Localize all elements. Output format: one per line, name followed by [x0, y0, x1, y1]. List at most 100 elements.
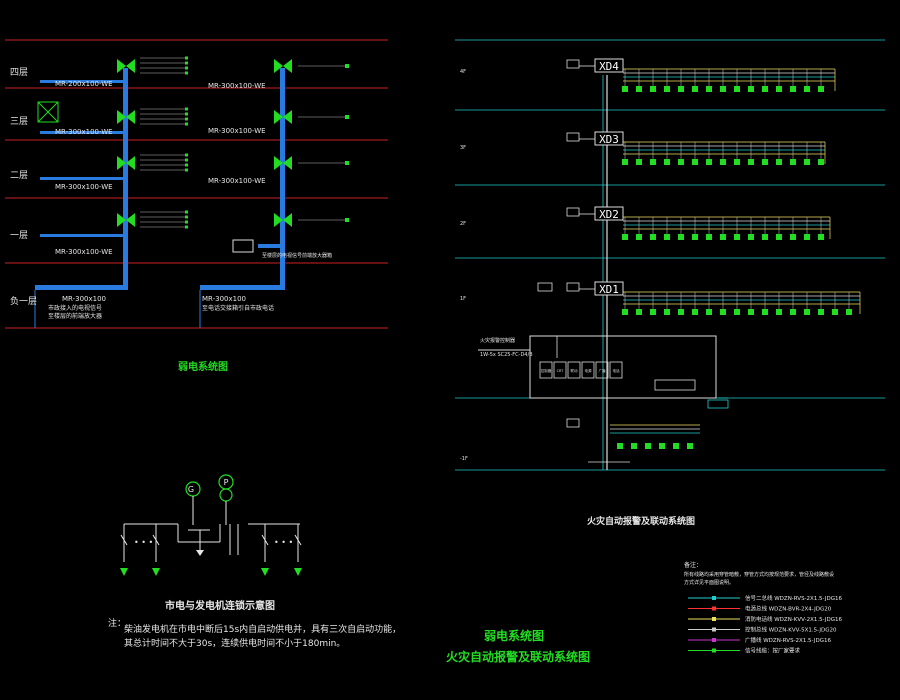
controller-cell [539, 361, 553, 379]
device-node [631, 443, 637, 449]
legend-swatch-mark [712, 617, 716, 621]
ground-arrow [261, 568, 269, 576]
legend-label: 信号二总线 WDZN-RVS-2X1.5-JDG16 [745, 594, 842, 602]
ground-arrow [152, 568, 160, 576]
fan-icon [126, 59, 135, 73]
basement-right-label-1: MR-300x100 [202, 295, 246, 303]
outlet-terminal [185, 163, 188, 167]
basement-right-label-2: 至电话交接箱引自市政电话 [202, 304, 274, 312]
device-node [636, 86, 642, 92]
fan-icon [126, 156, 135, 170]
pump-circle-2 [219, 488, 233, 502]
fan-icon [283, 110, 292, 124]
side-note: 至楼层的电视信号前端放大器箱 [262, 252, 332, 259]
fan-icon [126, 110, 135, 124]
outlet-terminal [185, 122, 188, 126]
controller-cell-label: 电源 [585, 368, 593, 373]
panel-box [594, 206, 624, 221]
device-node [804, 159, 810, 165]
controller-box [529, 335, 717, 399]
floor-label-3: 三层 [10, 116, 28, 127]
left-branch-duct [40, 80, 125, 83]
bottom-title-2: 火灾自动报警及联动系统图 [446, 649, 590, 664]
device-node [818, 86, 824, 92]
legend-label: 控制总线 WDZN-KVV-5X1.5-JDG20 [745, 626, 837, 634]
device-node [622, 159, 628, 165]
wire [261, 534, 269, 546]
cyan-device [707, 399, 729, 409]
fan-icon [117, 156, 126, 170]
device-node [762, 234, 768, 240]
outlet-terminal [185, 215, 188, 219]
power-box [654, 379, 696, 391]
outlet-terminal [185, 66, 188, 70]
device-node [664, 309, 670, 315]
controller-cell-label: 电话 [613, 368, 621, 373]
left-branch-duct [40, 234, 125, 237]
device-node [734, 159, 740, 165]
fan-icon [117, 59, 126, 73]
device-node [734, 86, 740, 92]
legend-label: 电源总线 WDZN-BVR-2X4-JDG20 [745, 605, 832, 613]
device-node [776, 86, 782, 92]
controller-cell-label: 联动 [571, 368, 579, 373]
controller-cell [567, 361, 581, 379]
outlet-terminal [185, 158, 188, 162]
air-handler-cross [37, 101, 59, 123]
device-node [664, 234, 670, 240]
outlet-terminal [185, 225, 188, 229]
right-duct-label-2: MR-300x100-WE [208, 177, 266, 185]
controller-cell [553, 361, 567, 379]
device-node [664, 159, 670, 165]
controller-cell [581, 361, 595, 379]
fan-icon [126, 213, 135, 227]
fan-icon [274, 110, 283, 124]
outlet-terminal [185, 107, 188, 111]
generator-interlock: • • •• • • [120, 474, 302, 576]
panel-label-xd1: XD1 [599, 283, 619, 296]
legend-label: 消防电话线 WDZN-KVV-2X1.5-JDG16 [745, 615, 843, 623]
device-node [692, 86, 698, 92]
device-node [818, 309, 824, 315]
outlet-terminal [345, 218, 349, 222]
outlet-terminal [185, 153, 188, 157]
device-node [762, 309, 768, 315]
controller-cell-label: 广播 [599, 368, 607, 373]
legend-note-label: 备注： [684, 561, 702, 569]
module-box [566, 132, 580, 142]
fan-icon [283, 156, 292, 170]
generator-p-label: P [224, 478, 229, 487]
device-node [692, 234, 698, 240]
device-node [692, 309, 698, 315]
ground-arrow [294, 568, 302, 576]
fire-floor-mark-1: 1F [460, 296, 466, 302]
device-node [636, 159, 642, 165]
basement-left-label-3: 至楼层的前端放大器 [48, 312, 102, 320]
device-node [650, 86, 656, 92]
legend-swatch-mark [712, 638, 716, 642]
ventilation-riser [5, 39, 388, 329]
floor-label-b1: 负一层 [10, 295, 37, 307]
device-node [678, 86, 684, 92]
outlet-terminal [185, 210, 188, 214]
module-box [566, 282, 580, 292]
fan-icon [274, 213, 283, 227]
legend-note-line-2: 方式详见平面图说明。 [684, 579, 734, 586]
device-node [650, 234, 656, 240]
device-node [748, 309, 754, 315]
device-node [673, 443, 679, 449]
outlet-terminal [345, 64, 349, 68]
bottom-title-1: 弱电系统图 [484, 628, 544, 643]
outlet-terminal [185, 56, 188, 60]
legend-swatch-mark [712, 648, 716, 653]
legend-swatch-mark [712, 606, 716, 611]
device-node [650, 309, 656, 315]
device-node [776, 234, 782, 240]
legend-note-line-1: 所有线路均采用穿管暗敷，穿管方式均按规范要求，管径及线路敷设 [684, 571, 834, 578]
device-node [776, 309, 782, 315]
module-box [537, 282, 553, 292]
wire [152, 534, 160, 546]
device-node [734, 309, 740, 315]
legend-label: 信号线缆：按厂家要求 [745, 647, 801, 655]
